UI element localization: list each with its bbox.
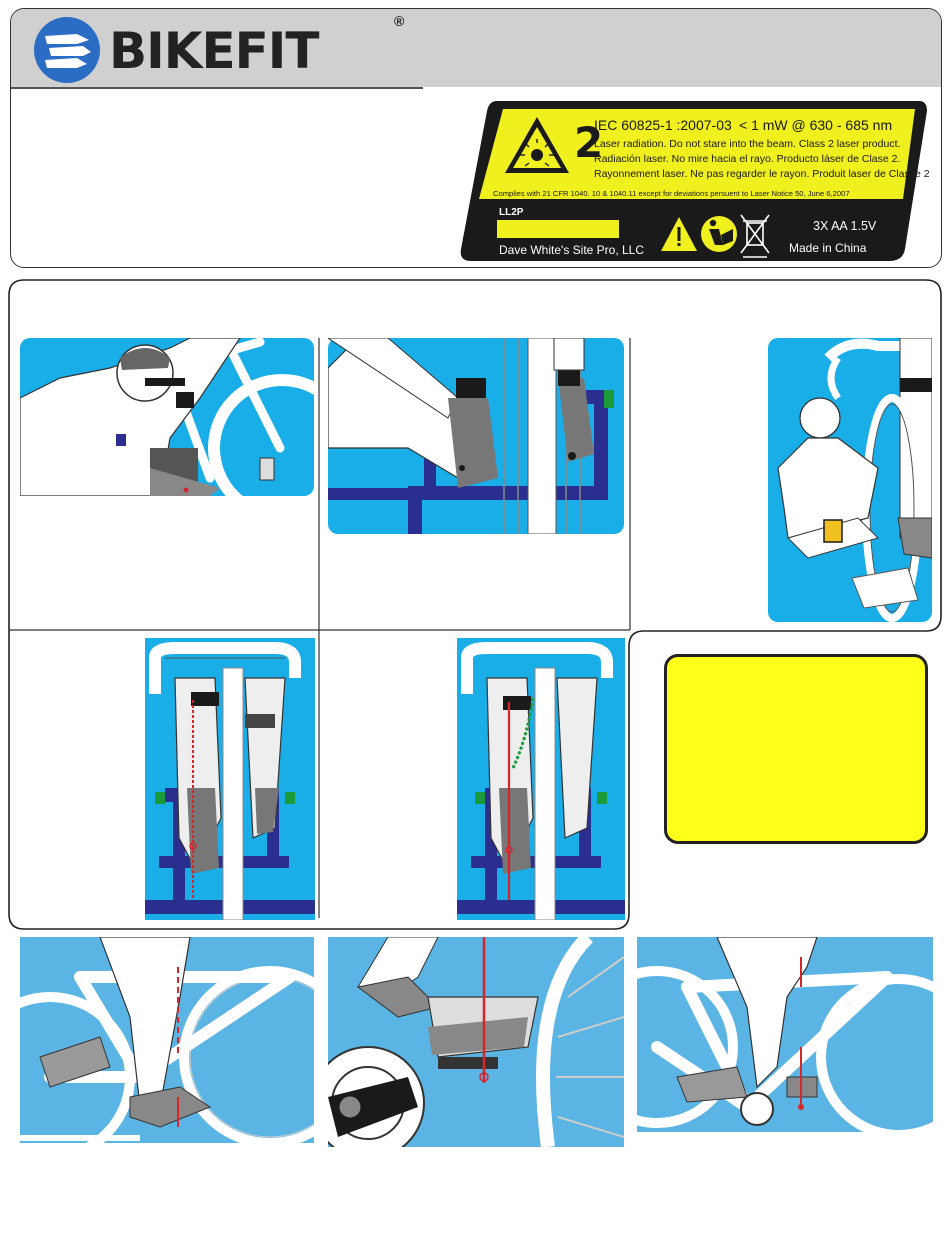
- laser-manufacturer: Dave White's Site Pro, LLC: [499, 243, 644, 257]
- illustration-pedal-closeup: [328, 937, 624, 1147]
- laser-warning-fr: Rayonnement laser. Ne pas regarder le ra…: [594, 168, 929, 180]
- laser-warning-icon: [505, 117, 569, 173]
- laser-model: LL2P: [499, 207, 524, 218]
- brand-name: BIKEFIT: [109, 22, 319, 80]
- battery-spec: 3X AA 1.5V: [813, 219, 877, 233]
- bikefit-arrows-logo-icon: [34, 17, 100, 83]
- laser-warning-es: Radiación laser. No mire hacia el rayo. …: [594, 153, 900, 165]
- illustration-knee-plumb-line: [145, 638, 315, 920]
- laser-power: < 1 mW @ 630 - 685 nm: [739, 117, 892, 133]
- illustration-side-view-2: [637, 937, 933, 1132]
- laser-standard: IEC 60825-1 :2007-03: [594, 117, 732, 133]
- brand-rule: [11, 87, 423, 89]
- made-in: Made in China: [789, 241, 867, 255]
- brand-band: [11, 9, 941, 87]
- laser-warning-en: Laser radiation. Do not stare into the b…: [594, 138, 900, 150]
- laser-class-number: 2: [574, 118, 603, 167]
- crossed-bin-icon: [740, 214, 770, 258]
- serial-field: [497, 220, 619, 238]
- illustration-cleat-fitting: [20, 338, 314, 496]
- read-manual-icon: [701, 216, 737, 252]
- laser-safety-label: 2 IEC 60825-1 :2007-03 < 1 mW @ 630 - 68…: [460, 101, 929, 261]
- illustration-side-view-1: [20, 937, 314, 1143]
- yellow-note-box: [664, 654, 928, 844]
- caution-triangle-icon: [661, 217, 697, 251]
- registered-mark: ®: [394, 13, 405, 29]
- header-box: BIKEFIT ® 2 IEC 60825-1 :2007-03 < 1 mW …: [10, 8, 942, 268]
- illustration-laser-setup: [768, 338, 932, 622]
- illustration-knee-tracking: [457, 638, 625, 920]
- laser-compliance: Complies with 21 CFR 1040. 10 & 1040.11 …: [493, 189, 850, 198]
- illustration-cleat-alignment: [328, 338, 624, 534]
